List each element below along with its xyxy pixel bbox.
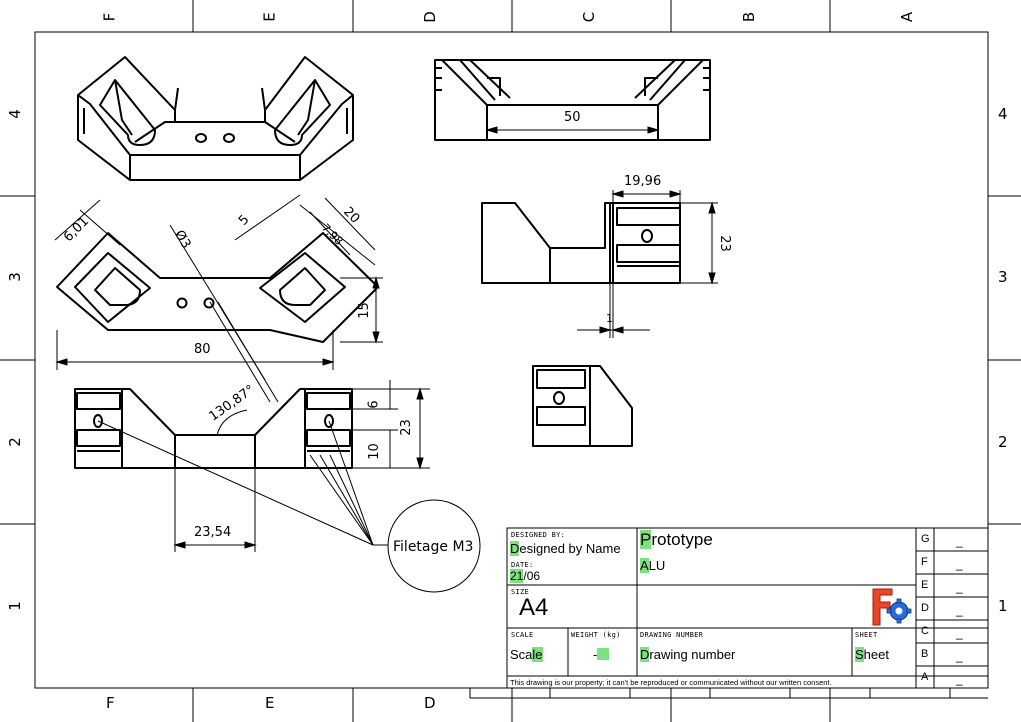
rev-letter-g: G — [921, 533, 930, 545]
zone-right-2: 2 — [998, 433, 1008, 451]
zone-right-4: 4 — [998, 105, 1008, 123]
rev-letter-d: D — [921, 602, 929, 614]
zone-left-1: 1 — [5, 601, 24, 611]
drawing-number-label: DRAWING NUMBER — [640, 631, 704, 639]
zone-left-2: 2 — [5, 437, 24, 447]
rev-value-d: _ — [956, 603, 963, 617]
rev-letter-e: E — [921, 579, 929, 591]
scale-value: Scale — [510, 647, 543, 662]
small-view — [532, 365, 633, 447]
side-view — [481, 202, 681, 284]
scale-part-b: le — [532, 647, 543, 662]
zone-left-3: 3 — [5, 272, 24, 282]
weight-dash: - — [593, 647, 598, 662]
designed-by-label: DESIGNED BY: — [511, 531, 566, 539]
dim-50 — [485, 126, 660, 134]
dim-15-label: 15 — [356, 302, 372, 319]
sheet-rest: heet — [863, 647, 889, 662]
sheet-label: SHEET — [855, 631, 878, 639]
dim-front — [97, 301, 430, 552]
drawing-number-first: D — [640, 647, 650, 662]
zone-top-e: E — [260, 12, 279, 22]
designed-by-rest: esigned by Name — [519, 541, 621, 556]
dim-19-96-label: 19,96 — [624, 174, 662, 189]
dim-6-label: 6 — [366, 400, 382, 409]
rev-value-f: _ — [956, 557, 963, 571]
zone-right-3: 3 — [998, 268, 1008, 286]
size-value: A4 — [519, 594, 549, 621]
subtitle-rest: LU — [648, 558, 666, 573]
zone-bottom-f: F — [106, 694, 115, 712]
dim-23-side-label: 23 — [716, 235, 732, 252]
dim-1-label: 1 — [606, 312, 613, 325]
rev-value-g: _ — [956, 534, 963, 548]
scale-part-a: Sca — [510, 647, 533, 662]
scale-label: SCALE — [511, 631, 534, 639]
zone-bottom-e: E — [265, 694, 275, 712]
drawing-number-value: Drawing number — [640, 647, 735, 662]
rev-letter-b: B — [921, 648, 929, 660]
legal-footer: This drawing is our property; it can't b… — [510, 678, 832, 687]
date-value: 21/06 — [510, 569, 540, 583]
thread-callout-text: Filetage M3 — [393, 539, 474, 555]
thread-callout-bubble — [387, 499, 481, 593]
weight-value: - — [593, 647, 610, 662]
sheet-first: S — [855, 647, 864, 662]
rev-value-c: _ — [956, 626, 963, 640]
rev-value-e: _ — [956, 580, 963, 594]
designed-by-value: Designed by Name — [510, 541, 621, 556]
designed-by-first-letter: D — [510, 541, 520, 556]
rev-value-a: _ — [956, 672, 963, 686]
zone-right-1: 1 — [998, 597, 1008, 615]
subtitle-first-letter: A — [640, 558, 649, 573]
dim-23-front-label: 23 — [398, 419, 414, 436]
weight-label: WEIGHT (kg) — [571, 631, 621, 639]
dim-23-54-label: 23,54 — [194, 525, 232, 540]
drawing-title: Prototype — [640, 530, 713, 550]
plan-view — [56, 232, 379, 343]
sheet-value: Sheet — [855, 647, 889, 662]
dim-side — [577, 190, 718, 338]
freecad-logo-icon — [872, 588, 912, 626]
dim-10-label: 10 — [366, 443, 382, 460]
rev-letter-f: F — [921, 556, 928, 568]
date-label: DATE: — [511, 561, 534, 569]
title-block — [469, 527, 989, 699]
dim-50-label: 50 — [564, 110, 581, 125]
weight-highlight — [597, 648, 610, 660]
drawing-subtitle: ALU — [640, 558, 665, 573]
zone-left-4: 4 — [5, 109, 24, 119]
zone-bottom-d: D — [424, 694, 436, 712]
rev-letter-a: A — [921, 671, 929, 683]
zone-top-d: D — [420, 11, 439, 23]
rev-letter-c: C — [921, 625, 929, 637]
drawing-number-rest: rawing number — [649, 647, 736, 662]
zone-top-a: A — [898, 11, 917, 23]
date-rest: /06 — [523, 569, 541, 583]
zone-top-c: C — [580, 11, 599, 23]
zone-top-b: B — [740, 11, 759, 23]
title-rest: rototype — [651, 530, 713, 549]
front-view — [74, 388, 353, 469]
dim-80-label: 80 — [194, 342, 211, 357]
isometric-view — [77, 56, 354, 181]
title-first-letter: P — [640, 530, 652, 549]
zone-top-f: F — [100, 12, 119, 22]
rev-value-b: _ — [956, 649, 963, 663]
top-view — [434, 59, 711, 141]
date-first: 21 — [510, 569, 524, 583]
dim-plan — [54, 194, 383, 381]
size-label: SIZE — [511, 588, 530, 596]
